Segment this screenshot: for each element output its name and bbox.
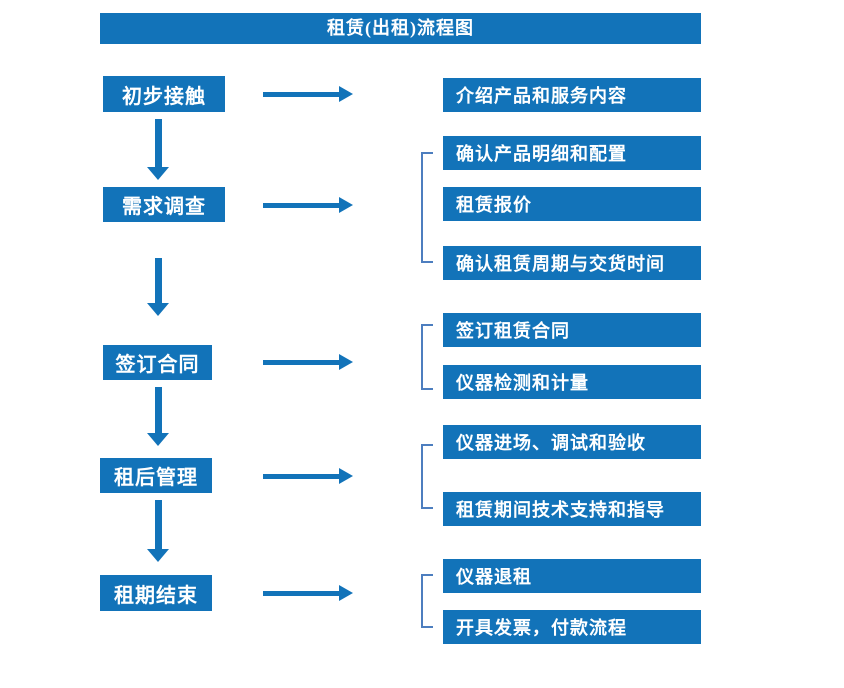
down-arrow-head — [147, 167, 169, 180]
bracket-group-demand-survey — [421, 152, 433, 263]
bracket-group-rental-end — [421, 574, 433, 628]
step-sign-contract: 签订合同 — [103, 345, 212, 380]
right-arrow-shaft — [263, 360, 340, 365]
detail-rental-tech-support: 租赁期间技术支持和指导 — [443, 492, 701, 526]
detail-invoice-payment: 开具发票，付款流程 — [443, 610, 701, 644]
step-rental-end: 租期结束 — [100, 575, 212, 611]
step-initial-contact: 初步接触 — [103, 76, 225, 112]
detail-sign-rental-contract: 签订租赁合同 — [443, 313, 701, 347]
step-demand-survey: 需求调查 — [103, 187, 225, 222]
down-arrow-4 — [147, 500, 169, 562]
down-arrow-head — [147, 303, 169, 316]
flowchart-title: 租赁(出租)流程图 — [100, 13, 701, 44]
detail-intro-products-services: 介绍产品和服务内容 — [443, 78, 701, 112]
right-arrow-3 — [263, 354, 353, 370]
right-arrow-5 — [263, 585, 353, 601]
down-arrow-shaft — [155, 500, 162, 549]
down-arrow-shaft — [155, 119, 162, 167]
right-arrow-1 — [263, 86, 353, 102]
detail-instrument-return: 仪器退租 — [443, 559, 701, 593]
bracket-group-sign-contract — [421, 324, 433, 390]
detail-rental-quote: 租赁报价 — [443, 187, 701, 221]
down-arrow-shaft — [155, 387, 162, 433]
down-arrow-head — [147, 433, 169, 446]
right-arrow-2 — [263, 197, 353, 213]
detail-confirm-period-delivery: 确认租赁周期与交货时间 — [443, 246, 701, 280]
detail-confirm-product-config: 确认产品明细和配置 — [443, 136, 701, 170]
step-post-rental-management: 租后管理 — [100, 458, 212, 493]
right-arrow-head — [339, 354, 353, 370]
right-arrow-head — [339, 197, 353, 213]
down-arrow-3 — [147, 387, 169, 446]
detail-instrument-setup-acceptance: 仪器进场、调试和验收 — [443, 425, 701, 459]
down-arrow-2 — [147, 258, 169, 316]
bracket-group-post-rental — [421, 444, 433, 509]
right-arrow-shaft — [263, 591, 340, 596]
right-arrow-head — [339, 86, 353, 102]
down-arrow-1 — [147, 119, 169, 180]
right-arrow-shaft — [263, 474, 340, 479]
right-arrow-4 — [263, 468, 353, 484]
down-arrow-shaft — [155, 258, 162, 303]
right-arrow-head — [339, 468, 353, 484]
detail-instrument-inspection: 仪器检测和计量 — [443, 365, 701, 399]
right-arrow-head — [339, 585, 353, 601]
right-arrow-shaft — [263, 92, 340, 97]
right-arrow-shaft — [263, 203, 340, 208]
down-arrow-head — [147, 549, 169, 562]
